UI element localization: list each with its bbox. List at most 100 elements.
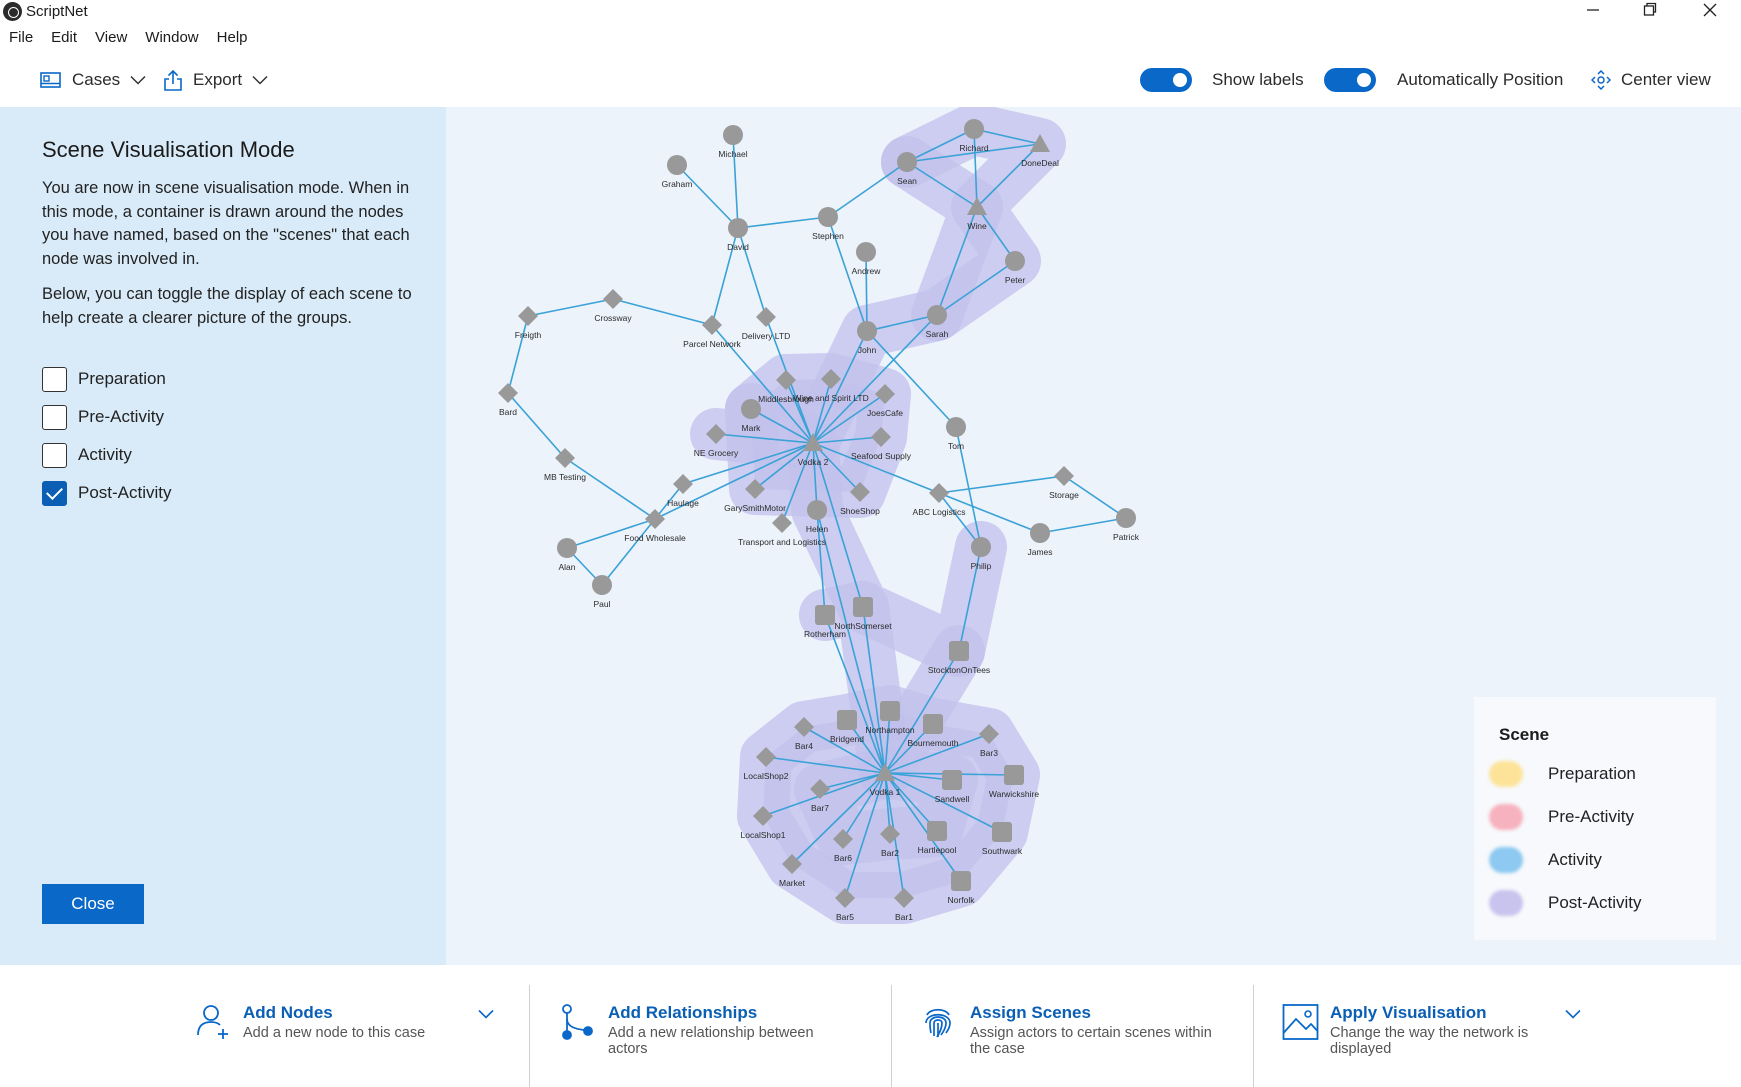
node-circle[interactable] — [818, 207, 838, 227]
node-triangle[interactable] — [1030, 134, 1050, 152]
restore-button[interactable] — [1627, 0, 1673, 24]
graph-node[interactable]: ABC Logistics — [913, 483, 966, 517]
node-circle[interactable] — [897, 152, 917, 172]
node-circle[interactable] — [807, 500, 827, 520]
graph-edge[interactable] — [654, 442, 814, 520]
graph-edge[interactable] — [566, 518, 656, 549]
node-diamond[interactable] — [745, 479, 765, 499]
network-graph[interactable]: MichaelGrahamDavidStephenAndrewRichardDo… — [446, 107, 1741, 965]
scene-checkbox-pre-activity[interactable]: Pre-Activity — [42, 404, 164, 430]
close-button[interactable]: Close — [42, 884, 144, 924]
node-circle[interactable] — [728, 218, 748, 238]
graph-node[interactable]: Parcel Network — [683, 315, 742, 349]
graph-node[interactable]: Bar5 — [835, 888, 855, 922]
graph-edge[interactable] — [812, 442, 818, 511]
node-circle[interactable] — [557, 538, 577, 558]
node-square[interactable] — [942, 770, 962, 790]
graph-node[interactable]: James — [1027, 523, 1053, 557]
graph-edge[interactable] — [844, 772, 886, 899]
graph-node[interactable]: Bard — [498, 383, 518, 417]
graph-edge[interactable] — [938, 492, 982, 548]
graph-edge[interactable] — [812, 436, 882, 444]
graph-edge[interactable] — [938, 475, 1065, 494]
node-diamond[interactable] — [880, 824, 900, 844]
graph-node[interactable]: Bar1 — [894, 888, 914, 922]
node-diamond[interactable] — [835, 888, 855, 908]
graph-edge[interactable] — [812, 442, 861, 493]
graph-node[interactable]: Bar4 — [794, 717, 814, 751]
graph-edge[interactable] — [827, 161, 908, 218]
node-diamond[interactable] — [894, 888, 914, 908]
node-diamond[interactable] — [673, 474, 693, 494]
node-circle[interactable] — [856, 242, 876, 262]
menu-help[interactable]: Help — [216, 29, 248, 46]
graph-node[interactable]: Alan — [557, 538, 577, 572]
graph-node[interactable]: Market — [779, 854, 806, 888]
node-circle[interactable] — [1116, 508, 1136, 528]
menu-view[interactable]: View — [95, 29, 128, 46]
graph-node[interactable]: Richard — [959, 119, 989, 153]
node-diamond[interactable] — [756, 747, 776, 767]
graph-node[interactable]: Philip — [971, 537, 992, 571]
graph-edge[interactable] — [527, 298, 614, 317]
menu-edit[interactable]: Edit — [51, 29, 78, 46]
graph-edge[interactable] — [1063, 475, 1127, 519]
graph-edge[interactable] — [812, 442, 940, 494]
node-diamond[interactable] — [794, 717, 814, 737]
minimize-button[interactable] — [1570, 0, 1616, 24]
node-diamond[interactable] — [702, 315, 722, 335]
graph-edge[interactable] — [973, 128, 978, 208]
graph-node[interactable]: DoneDeal — [1021, 134, 1059, 168]
graph-edge[interactable] — [936, 260, 1016, 316]
graph-node[interactable]: Michael — [718, 125, 748, 159]
graph-edge[interactable] — [884, 772, 938, 832]
graph-edge[interactable] — [866, 330, 957, 428]
graph-edge[interactable] — [906, 161, 978, 208]
scene-checkbox-activity[interactable]: Activity — [42, 442, 132, 468]
graph-node[interactable]: StocktonOnTees — [928, 641, 990, 675]
graph-edge[interactable] — [812, 393, 886, 444]
graph-edge[interactable] — [791, 772, 886, 865]
graph-edge[interactable] — [711, 227, 739, 326]
graph-node[interactable]: LocalShop2 — [744, 747, 789, 781]
graph-edge[interactable] — [884, 650, 960, 774]
chevron-down-icon[interactable] — [1565, 1009, 1581, 1019]
node-circle[interactable] — [971, 537, 991, 557]
checkbox-box[interactable] — [42, 404, 67, 430]
node-diamond[interactable] — [555, 448, 575, 468]
node-square[interactable] — [815, 605, 835, 625]
graph-node[interactable]: Sarah — [926, 305, 949, 339]
graph-node[interactable]: Seafood Supply — [851, 427, 912, 461]
graph-edge[interactable] — [732, 134, 739, 229]
graph-edge[interactable] — [884, 772, 953, 781]
graph-node[interactable]: Crossway — [594, 289, 632, 323]
graph-edge[interactable] — [936, 206, 978, 316]
graph-node[interactable]: Wine and Spirit LTD — [793, 369, 869, 403]
node-circle[interactable] — [592, 575, 612, 595]
graph-edge[interactable] — [812, 314, 938, 444]
node-diamond[interactable] — [706, 424, 726, 444]
node-diamond[interactable] — [850, 482, 870, 502]
graph-edge[interactable] — [711, 324, 814, 444]
show-labels-toggle[interactable] — [1140, 68, 1192, 92]
graph-edge[interactable] — [976, 143, 1041, 208]
node-circle[interactable] — [964, 119, 984, 139]
graph-node[interactable]: Wine — [967, 197, 987, 231]
node-circle[interactable] — [1030, 523, 1050, 543]
graph-edge[interactable] — [906, 128, 975, 163]
checkbox-box-checked[interactable] — [42, 480, 67, 506]
graph-node[interactable]: Andrew — [852, 242, 882, 276]
node-circle[interactable] — [667, 155, 687, 175]
graph-node[interactable]: ShoeShop — [840, 482, 880, 516]
add-nodes-action[interactable]: Add Nodes Add a new node to this case — [195, 983, 505, 1063]
graph-node[interactable]: Bar2 — [880, 824, 900, 858]
graph-node[interactable]: Patrick — [1113, 508, 1140, 542]
graph-edge[interactable] — [827, 216, 868, 332]
graph-edge[interactable] — [564, 457, 656, 520]
graph-node[interactable]: Storage — [1049, 466, 1079, 500]
graph-node[interactable]: Middlesbrough — [758, 370, 814, 404]
node-diamond[interactable] — [776, 370, 796, 390]
graph-edge[interactable] — [812, 330, 868, 444]
graph-node[interactable]: Bridgend — [830, 710, 864, 744]
